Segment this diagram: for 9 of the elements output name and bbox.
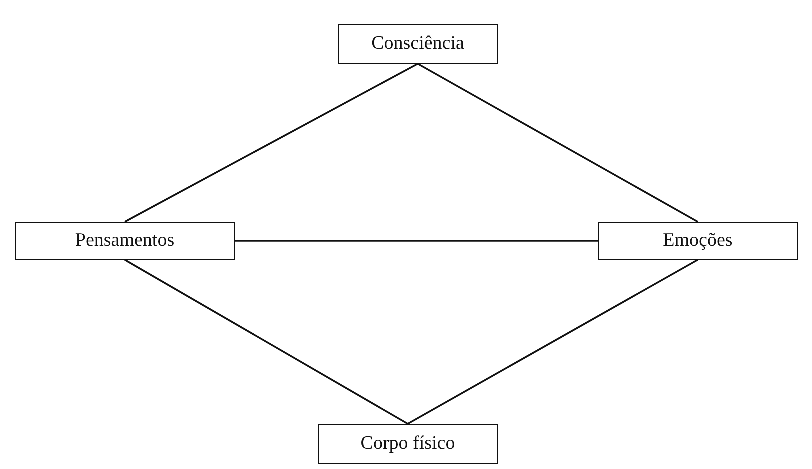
label-box: Emoções — [598, 222, 798, 260]
label-box: Consciência — [338, 24, 498, 64]
connector-line — [418, 63, 698, 223]
label-box: Corpo físico — [318, 424, 498, 464]
connector-line — [235, 240, 598, 242]
label-box: Pensamentos — [15, 222, 235, 260]
connector-line — [124, 63, 418, 223]
connector-line — [408, 259, 698, 425]
connector-line — [124, 259, 408, 425]
